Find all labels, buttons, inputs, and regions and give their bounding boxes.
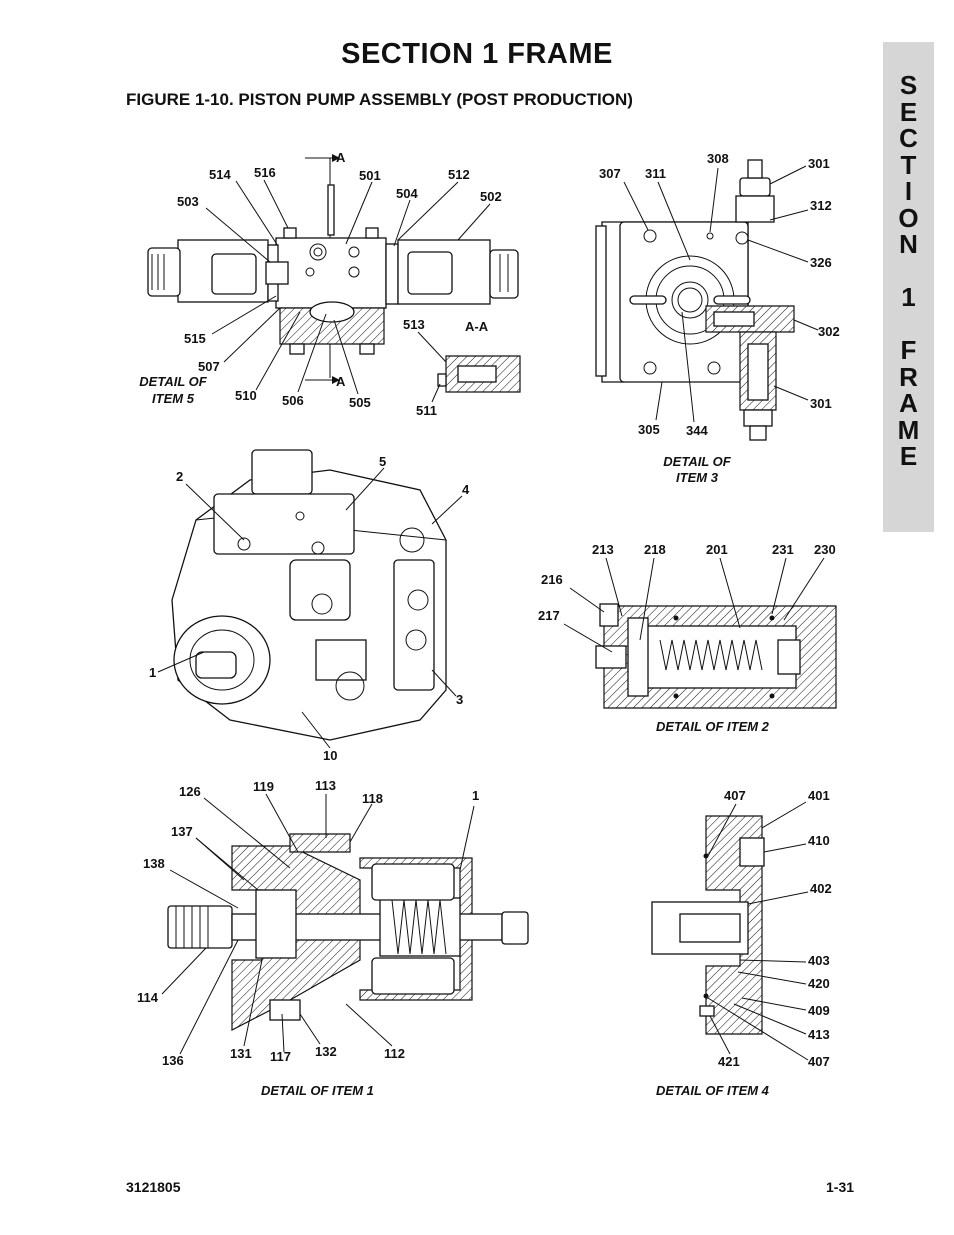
callout-label: 510: [235, 388, 257, 403]
callout-label: 307: [599, 166, 621, 181]
callout-label: 513: [403, 317, 425, 332]
side-tab-letter: M: [897, 414, 920, 445]
side-tab-letter: R: [899, 361, 918, 392]
section-title: SECTION 1 FRAME: [341, 38, 613, 70]
callout-label: 344: [686, 423, 708, 438]
callout-label: 502: [480, 189, 502, 204]
side-tab-letter: S: [899, 70, 918, 100]
side-tab-letter: O: [898, 202, 919, 233]
callout-label: 2: [176, 469, 184, 484]
callout-label: 401: [808, 788, 830, 803]
callout-label: 503: [177, 194, 199, 209]
callout-label: 138: [143, 856, 165, 871]
callout-label: 126: [179, 784, 201, 799]
callout-label: 403: [808, 953, 830, 968]
side-tab-letter: I: [904, 176, 913, 206]
detail-item1-caption: DETAIL OF ITEM 1: [261, 1083, 374, 1098]
detail-item3-caption: DETAIL OF ITEM 3: [663, 454, 731, 485]
callout-label: 10: [323, 748, 338, 763]
section-mark-bottom: A: [336, 374, 346, 389]
callout-label: 117: [270, 1049, 291, 1064]
callout-label: 136: [162, 1053, 184, 1068]
side-tab-letter: C: [899, 123, 918, 153]
callout-label: 407: [808, 1054, 830, 1069]
callout-label: 131: [230, 1046, 252, 1061]
document-number: 3121805: [126, 1179, 181, 1195]
callout-label: 301: [808, 156, 830, 171]
callout-label: 511: [416, 403, 437, 418]
detail-item5-caption: DETAIL OF ITEM 5: [139, 374, 207, 406]
detail-item1-drawing: [161, 793, 529, 1055]
callout-label: 515: [184, 331, 206, 346]
side-tab-letters: S E C T I O N 1 F R A M E: [883, 72, 934, 470]
callout-label: 514: [209, 167, 231, 182]
side-tab-letter: T: [900, 149, 917, 180]
side-tab-letter: N: [899, 229, 918, 259]
callout-label: 409: [808, 1003, 830, 1018]
callout-label: 5: [379, 454, 387, 469]
callout-label: 505: [349, 395, 371, 410]
callout-label: 218: [644, 542, 666, 557]
side-tab-letter: 1: [901, 282, 916, 312]
callout-label: 311: [645, 166, 666, 181]
callout-label: 231: [772, 542, 794, 557]
callout-label: 407: [724, 788, 746, 803]
detail-item2-drawing: [563, 557, 837, 709]
section-side-tab: S E C T I O N 1 F R A M E: [883, 42, 934, 532]
detail-item4-drawing: [651, 801, 809, 1061]
callout-label: 302: [818, 324, 840, 339]
callout-label: 402: [810, 881, 832, 896]
section-mark-top: A: [336, 150, 346, 165]
callout-label: 137: [171, 824, 193, 839]
callout-label: 501: [359, 168, 381, 183]
side-tab-letter: F: [900, 335, 917, 365]
callout-label: 421: [718, 1054, 740, 1069]
callout-label: 230: [814, 542, 836, 557]
callout-label: 420: [808, 976, 830, 991]
side-tab-letter: E: [899, 96, 918, 127]
callout-label: 305: [638, 422, 660, 437]
callout-label: 217: [538, 608, 560, 623]
callout-label: 504: [396, 186, 418, 201]
callout-label: 213: [592, 542, 614, 557]
page-number: 1-31: [826, 1179, 855, 1195]
callout-label: 516: [254, 165, 276, 180]
callout-label: 113: [315, 778, 336, 793]
detail-item3-drawing: [595, 159, 819, 441]
callout-label: 216: [541, 572, 563, 587]
callout-label: 4: [462, 482, 470, 497]
callout-label: 1: [472, 788, 480, 803]
callout-label: 512: [448, 167, 470, 182]
detail-item5-drawing: [147, 154, 521, 403]
detail-item2-caption: DETAIL OF ITEM 2: [656, 719, 769, 734]
callout-label: 301: [810, 396, 832, 411]
callout-label: 312: [810, 198, 832, 213]
callout-label: 132: [315, 1044, 337, 1059]
detail-item4-caption: DETAIL OF ITEM 4: [656, 1083, 769, 1098]
callout-label: 413: [808, 1027, 830, 1042]
callout-label: 201: [706, 542, 728, 557]
side-tab-letter: A: [899, 388, 918, 418]
callout-label: 112: [384, 1046, 405, 1061]
callout-label: 506: [282, 393, 304, 408]
figure-title: FIGURE 1-10. PISTON PUMP ASSEMBLY (POST …: [126, 90, 633, 109]
callout-label: 326: [810, 255, 832, 270]
side-tab-letter: E: [899, 441, 918, 471]
callout-label: 1: [149, 665, 157, 680]
callout-label: 410: [808, 833, 830, 848]
callout-label: 118: [362, 791, 383, 806]
callout-label: 507: [198, 359, 220, 374]
callout-label: 114: [137, 990, 158, 1005]
callout-label: 3: [456, 692, 464, 707]
pump-isometric-drawing: [157, 449, 463, 749]
callout-label: 308: [707, 151, 729, 166]
section-view-label: A-A: [465, 319, 489, 334]
callout-label: 119: [253, 779, 274, 794]
